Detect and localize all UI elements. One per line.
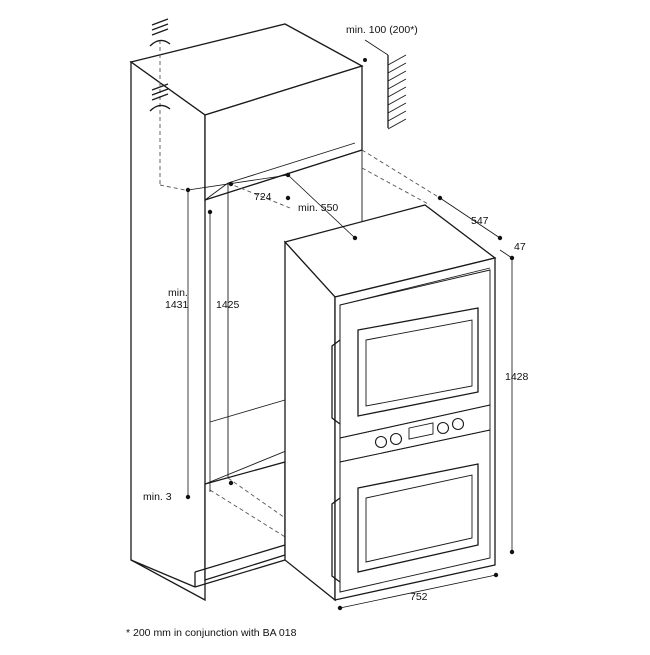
label-ventilation-gap: min. 100 (200*)	[346, 24, 418, 36]
upper-window	[357, 307, 479, 417]
label-niche-width: 724	[254, 191, 272, 203]
label-appliance-depth: 547	[471, 215, 489, 227]
cabinet-left-side	[130, 60, 206, 602]
oven-front	[334, 257, 496, 601]
upper-handle	[331, 339, 341, 425]
dashed-guides	[159, 40, 441, 541]
dimension-lines	[185, 172, 515, 611]
label-niche-height-line1: min.	[168, 287, 188, 299]
display	[408, 422, 434, 440]
knob-1	[374, 435, 388, 449]
label-door-thickness: 47	[514, 241, 526, 253]
oven	[283, 204, 497, 602]
lower-window	[357, 463, 479, 573]
lower-handle	[331, 497, 341, 583]
knob-2	[389, 432, 403, 446]
footnote: * 200 mm in conjunction with BA 018	[126, 627, 297, 639]
label-bottom-gap: min. 3	[143, 491, 172, 503]
label-appliance-height: 1428	[505, 371, 529, 383]
knob-3	[436, 421, 450, 435]
label-appliance-width: 752	[410, 591, 428, 603]
oven-side	[284, 240, 336, 602]
lower-door	[339, 429, 491, 593]
label-niche-height-line2: 1431	[165, 299, 189, 311]
level-symbol-bottom	[149, 83, 171, 112]
vent-wall	[363, 39, 407, 130]
label-niche-depth: min. 550	[298, 202, 338, 214]
label-inner-height: 1425	[216, 299, 240, 311]
cabinet-base	[204, 461, 286, 581]
tall-cabinet	[129, 23, 364, 602]
knob-4	[451, 417, 465, 431]
level-symbol-top	[149, 18, 171, 47]
